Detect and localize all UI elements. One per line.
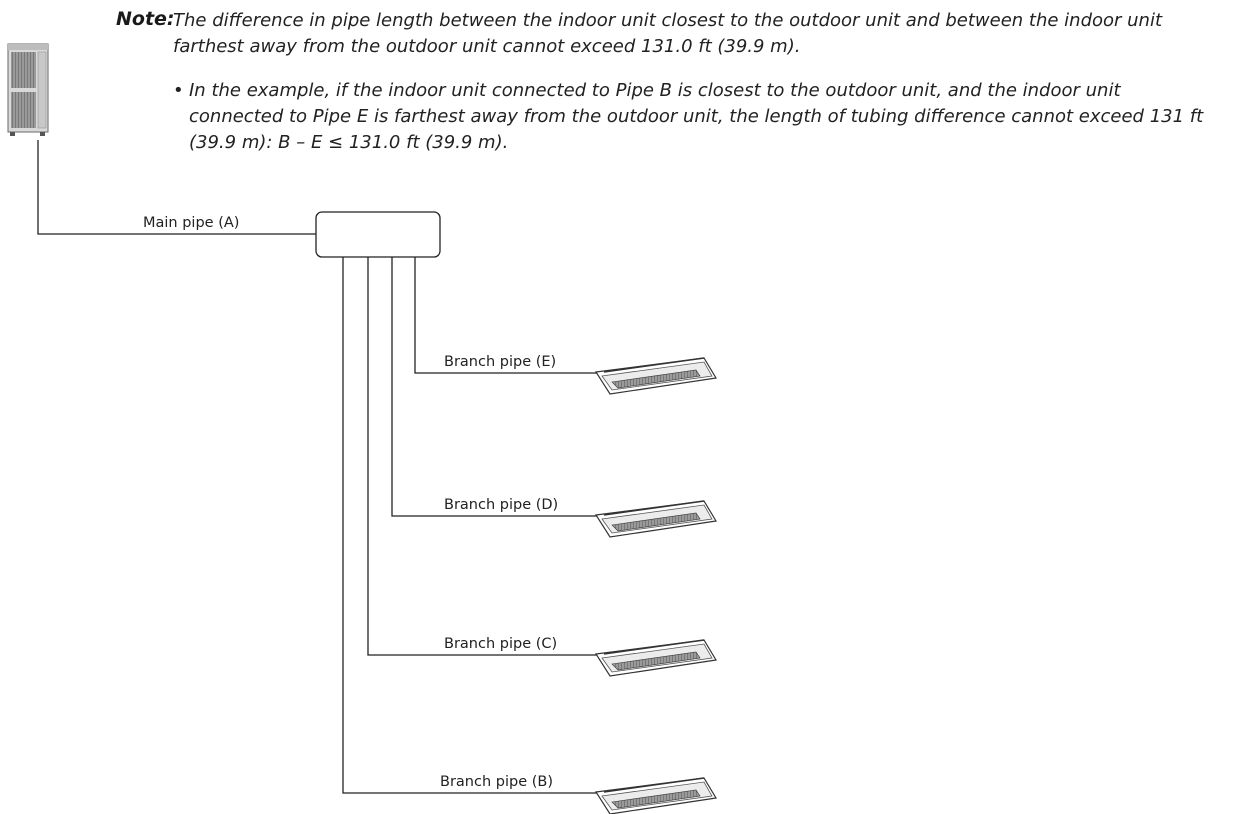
branch-pipe-b-label: Branch pipe (B): [440, 774, 553, 790]
branch-header-box: [315, 211, 441, 258]
outdoor-unit-icon: [7, 43, 49, 136]
branch-pipe-d-label: Branch pipe (D): [444, 497, 558, 513]
indoor-unit-c-icon: [594, 639, 717, 677]
indoor-unit-d-icon: [594, 500, 717, 538]
bullet-text: In the example, if the indoor unit conne…: [189, 80, 1204, 153]
note-text: The difference in pipe length between th…: [173, 10, 1163, 57]
branch-pipe-c-line: [367, 257, 600, 656]
bullet-symbol: •: [173, 80, 184, 101]
main-pipe-line: [37, 140, 316, 235]
indoor-unit-b-icon: [594, 777, 717, 814]
indoor-unit-e-icon: [594, 357, 717, 395]
note-label: Note:: [116, 8, 175, 30]
branch-pipe-d-line: [391, 257, 600, 517]
branch-pipe-e-line: [414, 257, 600, 374]
main-pipe-label: Main pipe (A): [143, 215, 239, 231]
branch-pipe-c-label: Branch pipe (C): [444, 636, 557, 652]
branch-pipe-b-line: [342, 257, 600, 794]
branch-pipe-e-label: Branch pipe (E): [444, 354, 556, 370]
